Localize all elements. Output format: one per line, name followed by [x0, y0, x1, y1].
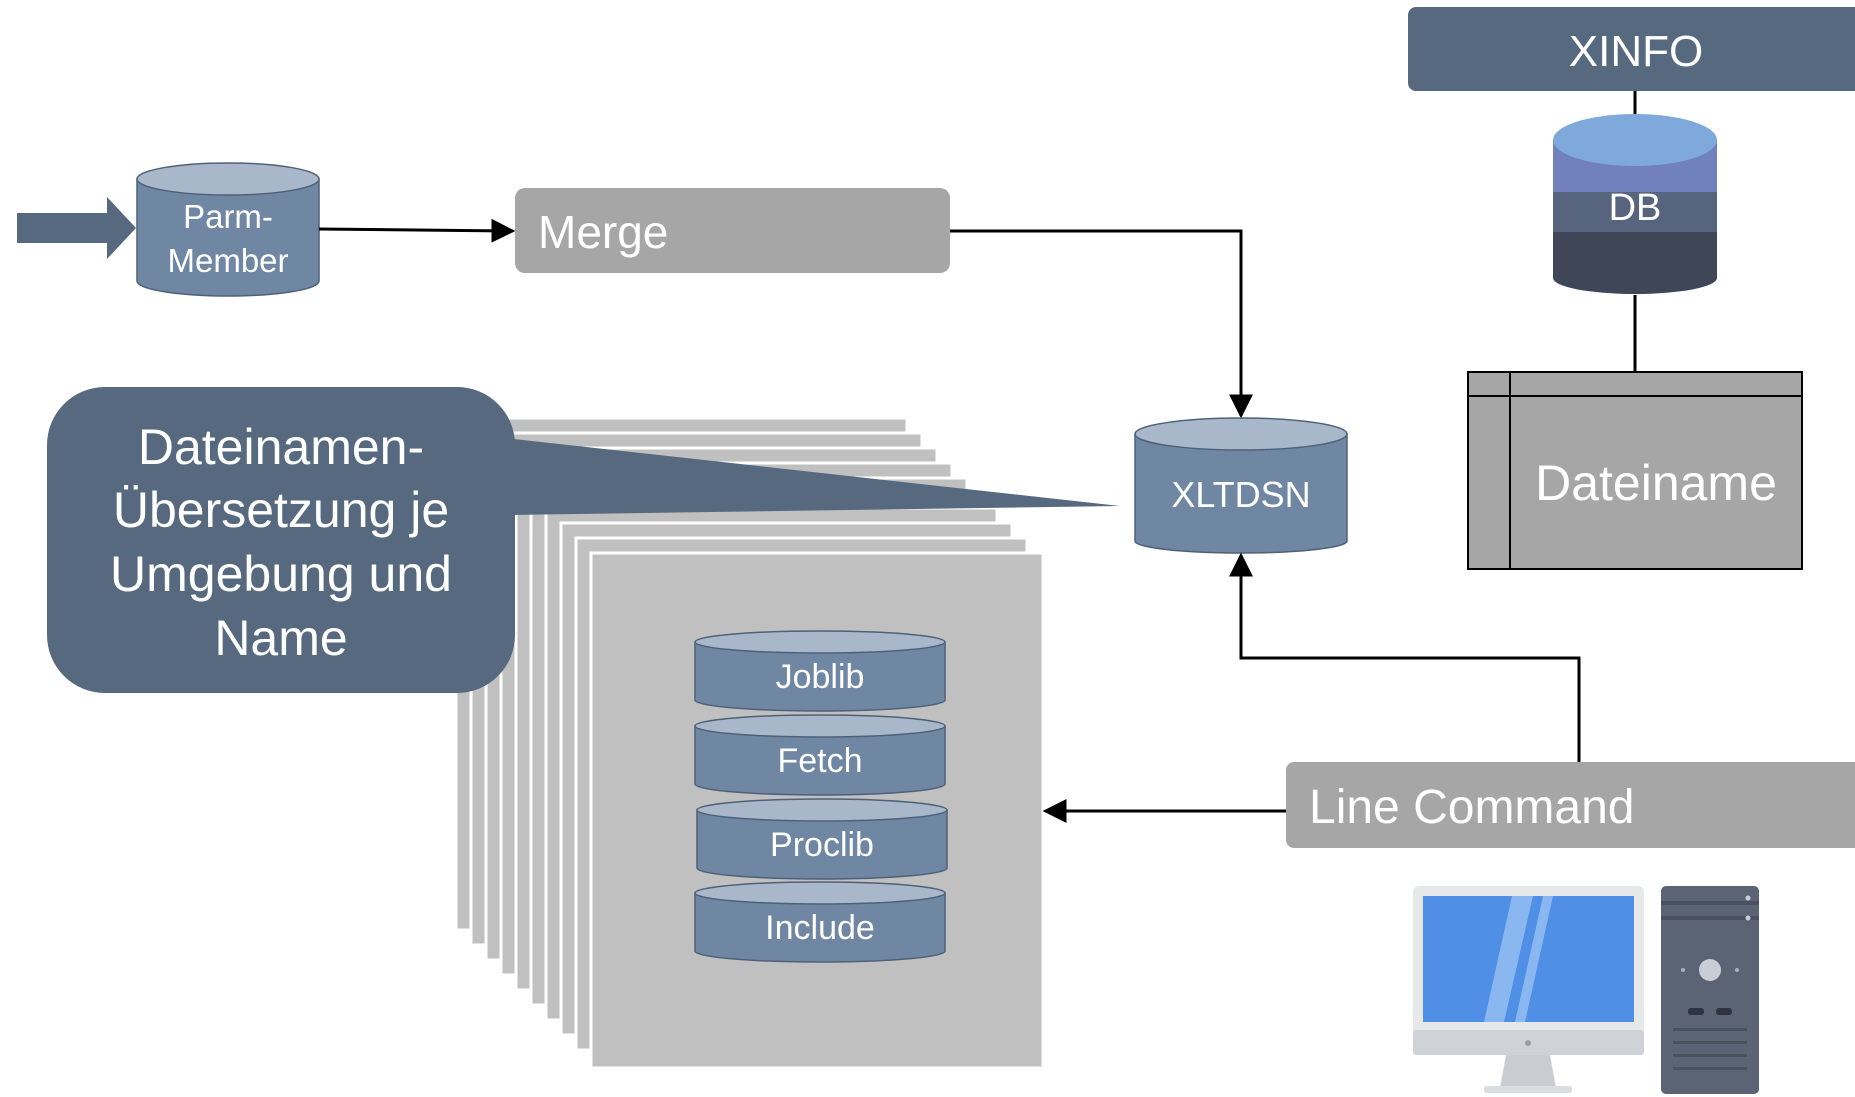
joblib-label: Joblib	[776, 658, 865, 696]
linecommand-to-xltdsn-arrow	[1229, 552, 1581, 762]
line-command-box: Line Command	[1286, 762, 1855, 848]
xltdsn-label: XLTDSN	[1171, 474, 1310, 515]
right-arrow-icon	[17, 197, 136, 259]
computer-icon	[1413, 886, 1759, 1094]
parm-member-label-line2: Member	[167, 242, 288, 279]
callout-line-1: Dateinamen-	[138, 419, 424, 475]
xinfo-label: XINFO	[1569, 27, 1703, 76]
fetch-label: Fetch	[777, 742, 862, 780]
db-cylinder: DB	[1553, 114, 1717, 294]
xltdsn-cylinder: XLTDSN	[1134, 417, 1348, 554]
include-label: Include	[765, 909, 875, 947]
callout-line-2: Übersetzung je	[113, 482, 449, 538]
dateiname-label: Dateiname	[1535, 455, 1777, 511]
parm-member-label-line1: Parm-	[183, 198, 273, 235]
callout-line-3: Umgebung und	[110, 546, 452, 602]
xinfo-box: XINFO	[1408, 7, 1855, 91]
proclib-label: Proclib	[770, 826, 874, 864]
dateiname-table: Dateiname	[1467, 371, 1803, 570]
proclib-cylinder: Proclib	[696, 798, 948, 880]
merge-label: Merge	[538, 206, 668, 258]
joblib-cylinder: Joblib	[694, 630, 946, 712]
fetch-cylinder: Fetch	[694, 714, 946, 796]
parm-to-merge-arrow	[318, 218, 516, 243]
parm-member-cylinder: Parm- Member	[136, 162, 320, 297]
db-label: DB	[1609, 187, 1662, 229]
callout-line-4: Name	[214, 610, 347, 666]
include-cylinder: Include	[694, 881, 946, 963]
callout-bubble: Dateinamen- Übersetzung je Umgebung und …	[47, 387, 1120, 693]
merge-to-xltdsn-arrow	[950, 229, 1253, 419]
line-command-label: Line Command	[1309, 781, 1635, 834]
merge-box: Merge	[515, 188, 950, 273]
